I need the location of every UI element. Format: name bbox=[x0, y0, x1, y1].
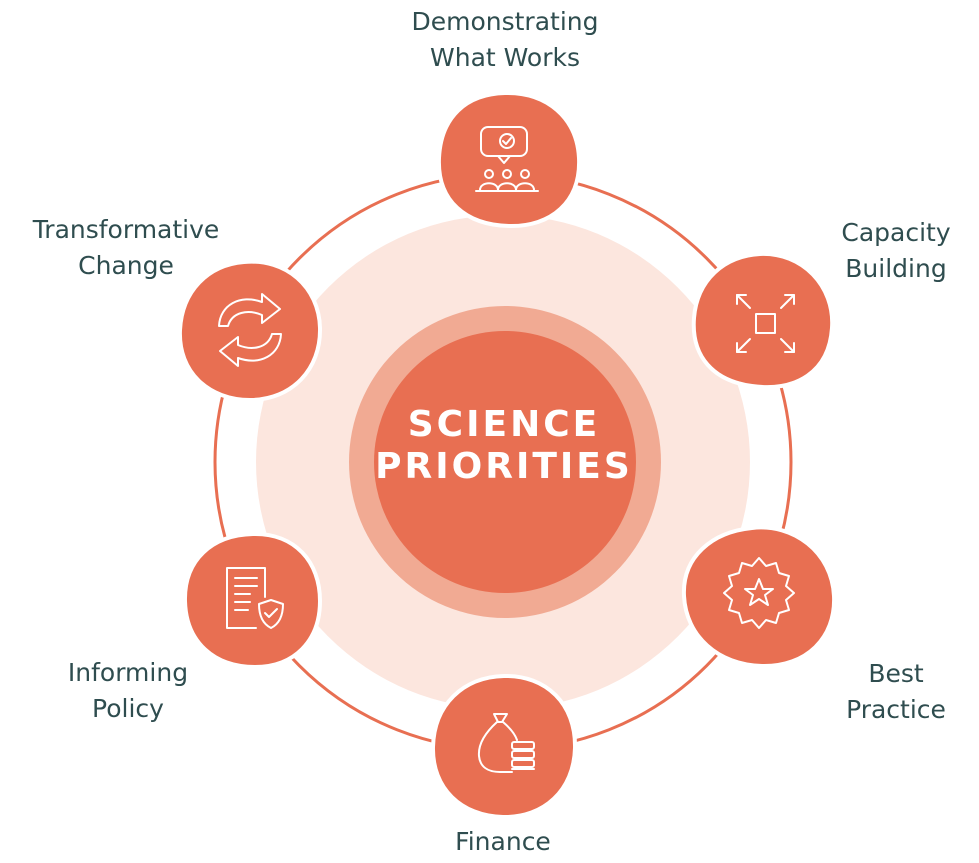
label-line1: Transformative bbox=[32, 215, 220, 244]
label-line2: What Works bbox=[430, 43, 580, 72]
label-line1: Finance bbox=[455, 827, 551, 856]
node-blob bbox=[691, 251, 835, 389]
label-line1: Informing bbox=[67, 658, 189, 687]
node-capacity[interactable] bbox=[691, 251, 835, 389]
meeting-presentation-icon bbox=[475, 126, 539, 192]
label-best-practice: Best Practice bbox=[776, 656, 979, 728]
money-bag-icon bbox=[477, 713, 535, 773]
node-blob bbox=[681, 525, 837, 669]
label-capacity: Capacity Building bbox=[776, 215, 979, 287]
label-line2: Change bbox=[78, 251, 174, 280]
policy-document-icon bbox=[226, 567, 284, 629]
node-informing-policy[interactable] bbox=[182, 531, 323, 670]
node-transformative[interactable] bbox=[177, 259, 323, 403]
label-line2: Policy bbox=[92, 694, 164, 723]
label-finance: Finance bbox=[383, 824, 623, 860]
node-blob bbox=[177, 259, 323, 403]
refresh-arrows-icon bbox=[218, 293, 282, 367]
label-line2: Building bbox=[845, 254, 947, 283]
label-line2: Practice bbox=[846, 695, 946, 724]
label-line1: Best bbox=[868, 659, 924, 688]
label-line1: Demonstrating bbox=[411, 7, 599, 36]
expand-arrows-icon bbox=[736, 294, 795, 353]
center-title: SCIENCE PRIORITIES bbox=[364, 404, 644, 488]
label-line1: Capacity bbox=[841, 218, 951, 247]
node-blob bbox=[182, 531, 323, 670]
center-disc bbox=[374, 331, 636, 593]
node-best-practice[interactable] bbox=[681, 525, 837, 669]
label-demonstrating: Demonstrating What Works bbox=[385, 4, 625, 76]
label-informing-policy: Informing Policy bbox=[8, 655, 248, 727]
node-demonstrating[interactable] bbox=[436, 90, 582, 229]
star-badge-icon bbox=[723, 557, 795, 629]
center-title-line2: PRIORITIES bbox=[375, 446, 633, 487]
node-blob bbox=[430, 673, 578, 820]
node-finance[interactable] bbox=[430, 673, 578, 820]
label-transformative: Transformative Change bbox=[6, 212, 246, 284]
center-title-line1: SCIENCE bbox=[407, 404, 601, 445]
node-blob bbox=[436, 90, 582, 229]
